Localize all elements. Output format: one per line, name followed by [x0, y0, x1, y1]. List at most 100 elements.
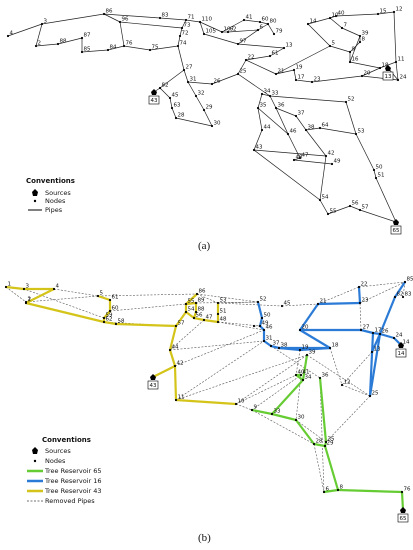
- node-label: 74: [180, 41, 187, 47]
- legend-nodes: Nodes: [45, 457, 66, 465]
- network-node: [280, 304, 284, 308]
- removed-pipe: [25, 295, 99, 303]
- network-node: [216, 301, 220, 305]
- pipe-edge: [349, 61, 381, 69]
- tree-65-pipe: [312, 442, 327, 448]
- pipe-edge: [269, 95, 277, 109]
- node-label: 18: [382, 63, 389, 69]
- network-node: [274, 72, 278, 76]
- node-label: 60: [112, 306, 119, 312]
- source-reservoir-icon: [400, 507, 406, 513]
- network-node: [260, 92, 264, 96]
- legend-pipes: Pipes: [45, 206, 63, 214]
- network-node: [298, 328, 302, 332]
- node-label: 52: [260, 297, 267, 303]
- network-node: [186, 80, 190, 84]
- node-label: 12: [344, 380, 351, 386]
- pipe-edge: [245, 55, 271, 61]
- node-label: 96: [122, 17, 129, 23]
- node-label: 19: [296, 65, 303, 71]
- removed-pipe: [295, 349, 301, 376]
- removed-pipe: [359, 281, 406, 304]
- pipe-edge: [261, 93, 271, 97]
- node-label: 51: [378, 173, 385, 179]
- pipe-edge: [7, 23, 43, 37]
- node-label: 31: [190, 77, 197, 83]
- network-node: [170, 106, 174, 110]
- network-node: [392, 10, 396, 14]
- network-node: [108, 298, 112, 302]
- network-node: [378, 332, 382, 336]
- network-node: [242, 18, 246, 22]
- network-node: [184, 310, 188, 314]
- network-node: [256, 106, 260, 110]
- network-node: [269, 344, 273, 348]
- network-node: [330, 162, 334, 166]
- pipe-edge: [175, 117, 213, 127]
- node-label: 20: [302, 325, 309, 331]
- source-reservoir-icon: [385, 65, 391, 71]
- network-node: [360, 74, 364, 78]
- pipe-edge: [195, 95, 205, 111]
- pipe-edge: [275, 69, 295, 75]
- network-node: [96, 294, 100, 298]
- node-label: 25: [372, 391, 379, 397]
- pipe-edge: [237, 59, 247, 75]
- removed-pipe: [313, 443, 325, 493]
- network-node: [118, 20, 122, 24]
- pipe-edge: [275, 107, 289, 135]
- network-node: [348, 50, 352, 54]
- pipe-edge: [375, 177, 397, 223]
- node-label: 3: [26, 284, 30, 290]
- network-node: [378, 66, 382, 70]
- node-label: 79: [276, 29, 283, 35]
- pipe-edge: [269, 95, 347, 103]
- node-label: 21: [278, 69, 285, 75]
- network-node: [234, 402, 238, 406]
- tree-65-pipe: [400, 490, 405, 512]
- node-label: 17: [375, 328, 382, 334]
- node-label: 76: [404, 487, 411, 493]
- pipe-edge: [349, 41, 361, 53]
- tree-16-pipe: [298, 328, 332, 350]
- removed-pipe: [402, 281, 406, 298]
- network-node: [40, 22, 44, 26]
- network-node: [400, 490, 404, 494]
- node-label: 44: [172, 345, 179, 351]
- node-label: 34: [264, 89, 271, 95]
- reservoir-label: 14: [398, 351, 405, 357]
- node-label: 19: [302, 345, 309, 351]
- network-node: [358, 34, 362, 38]
- node-label: 62: [106, 317, 113, 323]
- network-node: [258, 324, 262, 328]
- network-node: [250, 408, 254, 412]
- network-node: [318, 198, 322, 202]
- removed-pipe: [97, 293, 198, 297]
- tree-43-pipe: [192, 316, 206, 322]
- node-label: 29: [206, 105, 213, 111]
- node-dot-icon: [33, 199, 37, 203]
- removed-pipe: [196, 293, 219, 304]
- network-node: [328, 16, 332, 20]
- node-label: 59: [106, 313, 113, 319]
- node-label: 30: [298, 415, 305, 421]
- node-label: 88: [60, 39, 67, 45]
- node-label: 80: [270, 19, 277, 25]
- pipe-edge: [329, 17, 343, 29]
- reservoir-label: 43: [151, 98, 158, 104]
- network-node: [148, 48, 152, 52]
- node-label: 23: [314, 77, 321, 83]
- network-node: [272, 32, 276, 36]
- network-node: [256, 300, 260, 304]
- tree-43-pipe: [151, 364, 177, 379]
- pipe-edge: [243, 19, 261, 23]
- network-node: [292, 68, 296, 72]
- node-label: 53: [220, 298, 227, 304]
- network-node: [294, 373, 298, 377]
- tree-16-pipe: [269, 344, 281, 350]
- pipe-edge: [35, 43, 59, 47]
- node-label: 107: [224, 27, 235, 33]
- network-node: [102, 320, 106, 324]
- node-label: 18: [332, 343, 339, 349]
- removed-pipe: [175, 340, 265, 401]
